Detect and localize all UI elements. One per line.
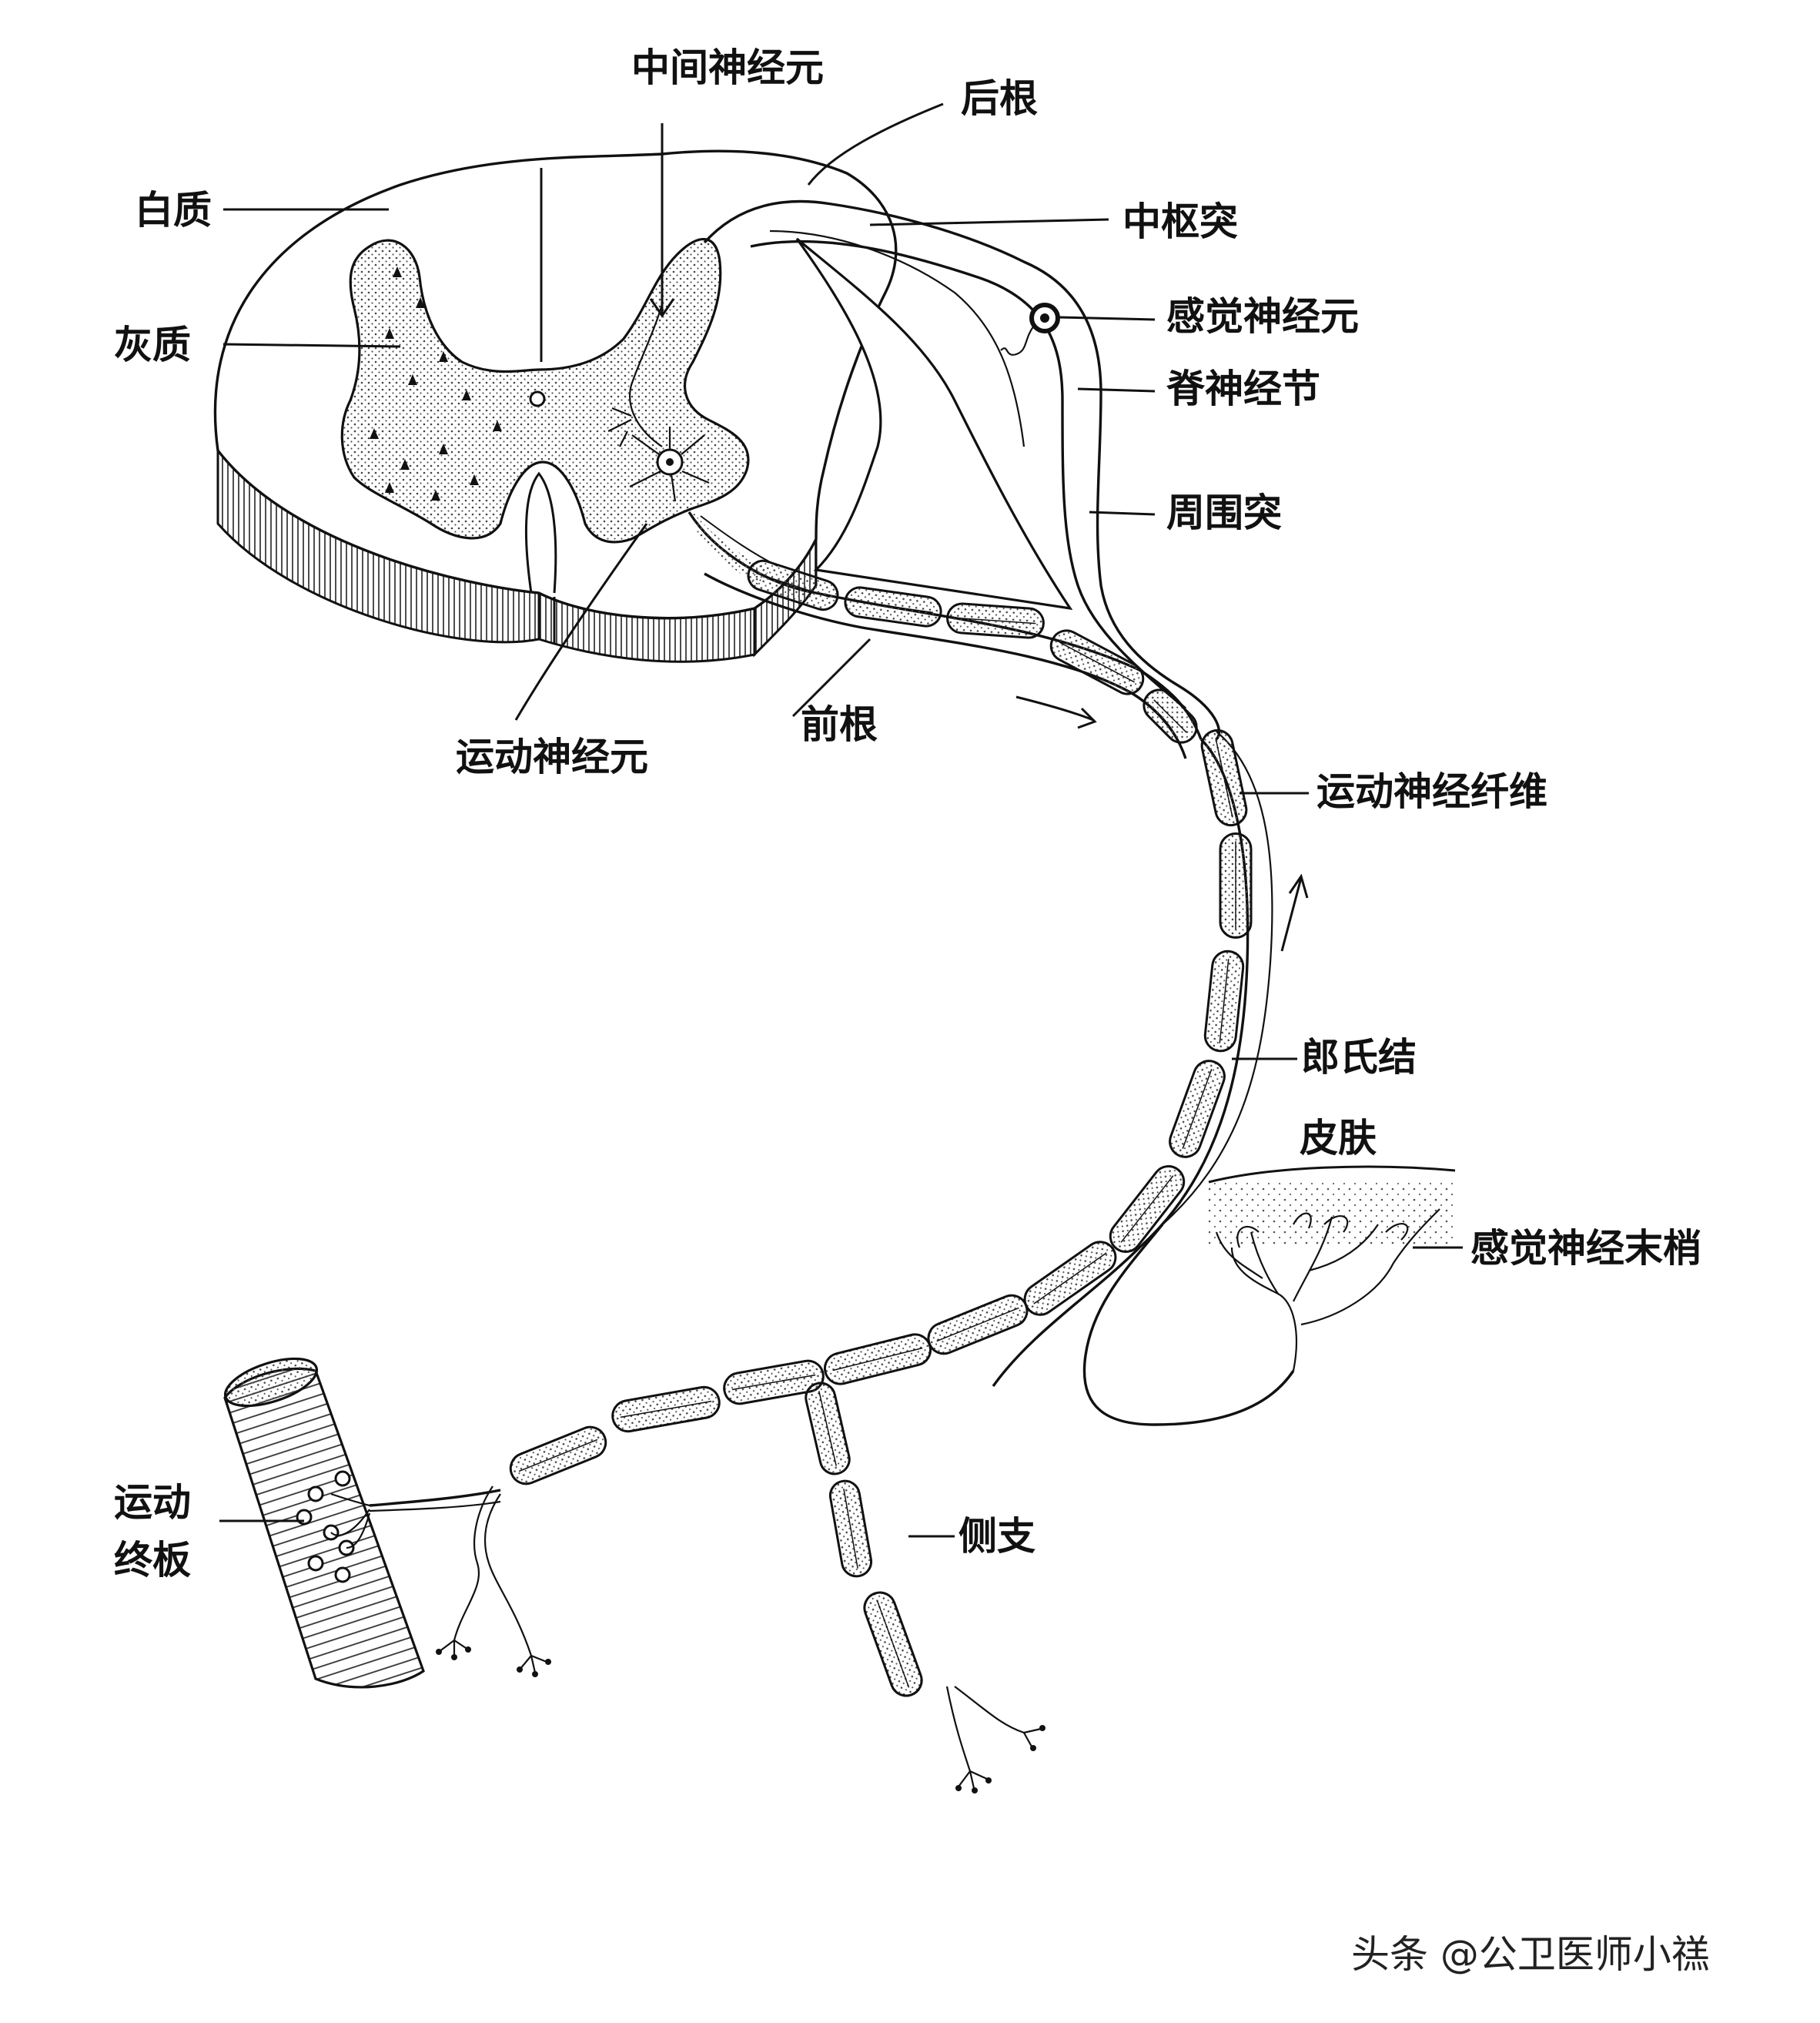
axon-line — [1120, 1175, 1174, 1243]
axon-line — [1153, 699, 1187, 733]
label-motor-endplate-2: 终板 — [114, 1538, 191, 1583]
labels: 中间神经元 后根 白质 中枢突 感觉神经元 灰质 脊神经节 周围突 前根 运动神… — [114, 45, 1710, 1977]
axon-line — [1219, 959, 1230, 1043]
axon-line — [518, 1439, 598, 1472]
label-sensory-neuron: 感觉神经元 — [1166, 294, 1359, 339]
label-motor-neuron: 运动神经元 — [456, 735, 648, 779]
axon-line — [832, 1347, 923, 1372]
label-peripheral-process: 周围突 — [1166, 491, 1282, 535]
label-motor-endplate-1: 运动 — [114, 1480, 191, 1525]
label-ventral-root: 前根 — [801, 702, 878, 747]
axon-line — [852, 600, 934, 614]
label-spinal-ganglion: 脊神经节 — [1166, 367, 1320, 411]
muscle-fiber — [223, 1357, 425, 1689]
label-gray-matter: 灰质 — [114, 323, 191, 367]
label-sensory-ending: 感觉神经末梢 — [1470, 1226, 1701, 1271]
label-node-of-ranvier: 郎氏结 — [1301, 1035, 1417, 1080]
axon-line — [1182, 1069, 1213, 1149]
axon-line — [955, 617, 1036, 625]
axon-line — [731, 1374, 816, 1391]
label-central-process: 中枢突 — [1122, 199, 1238, 244]
dorsal-root-ganglion — [703, 199, 1221, 741]
axon-line — [936, 1307, 1019, 1342]
spinal-cord — [213, 149, 898, 663]
label-interneuron: 中间神经元 — [631, 45, 824, 90]
label-skin: 皮肤 — [1300, 1116, 1377, 1161]
terminal-branches — [369, 1485, 1045, 1794]
leader-lines — [219, 102, 1463, 1538]
label-motor-fiber: 运动神经纤维 — [1316, 769, 1547, 814]
axon-line — [876, 1600, 910, 1688]
interneuron-and-motor-neuron — [607, 123, 710, 502]
axon-line — [1059, 641, 1135, 683]
watermark: 头条 @公卫医师小禚 — [1351, 1932, 1710, 1977]
skin — [1208, 1165, 1456, 1372]
axon-line — [1215, 738, 1233, 818]
label-dorsal-root: 后根 — [961, 76, 1038, 121]
label-white-matter: 白质 — [135, 188, 212, 233]
axon-line — [756, 572, 830, 598]
sensory-ending-branches — [1215, 1208, 1440, 1372]
label-collateral: 侧支 — [959, 1514, 1035, 1559]
dorsal-root-outline — [703, 199, 1221, 741]
spinal-ganglion-core — [795, 237, 1073, 611]
motor-endplate — [296, 1470, 371, 1583]
gray-matter — [340, 238, 750, 544]
axon-line — [818, 1391, 837, 1466]
axon-line — [620, 1400, 712, 1418]
motor-nerve-fiber — [509, 559, 1309, 1697]
axon-line — [843, 1489, 858, 1569]
axon-line — [1033, 1252, 1107, 1305]
